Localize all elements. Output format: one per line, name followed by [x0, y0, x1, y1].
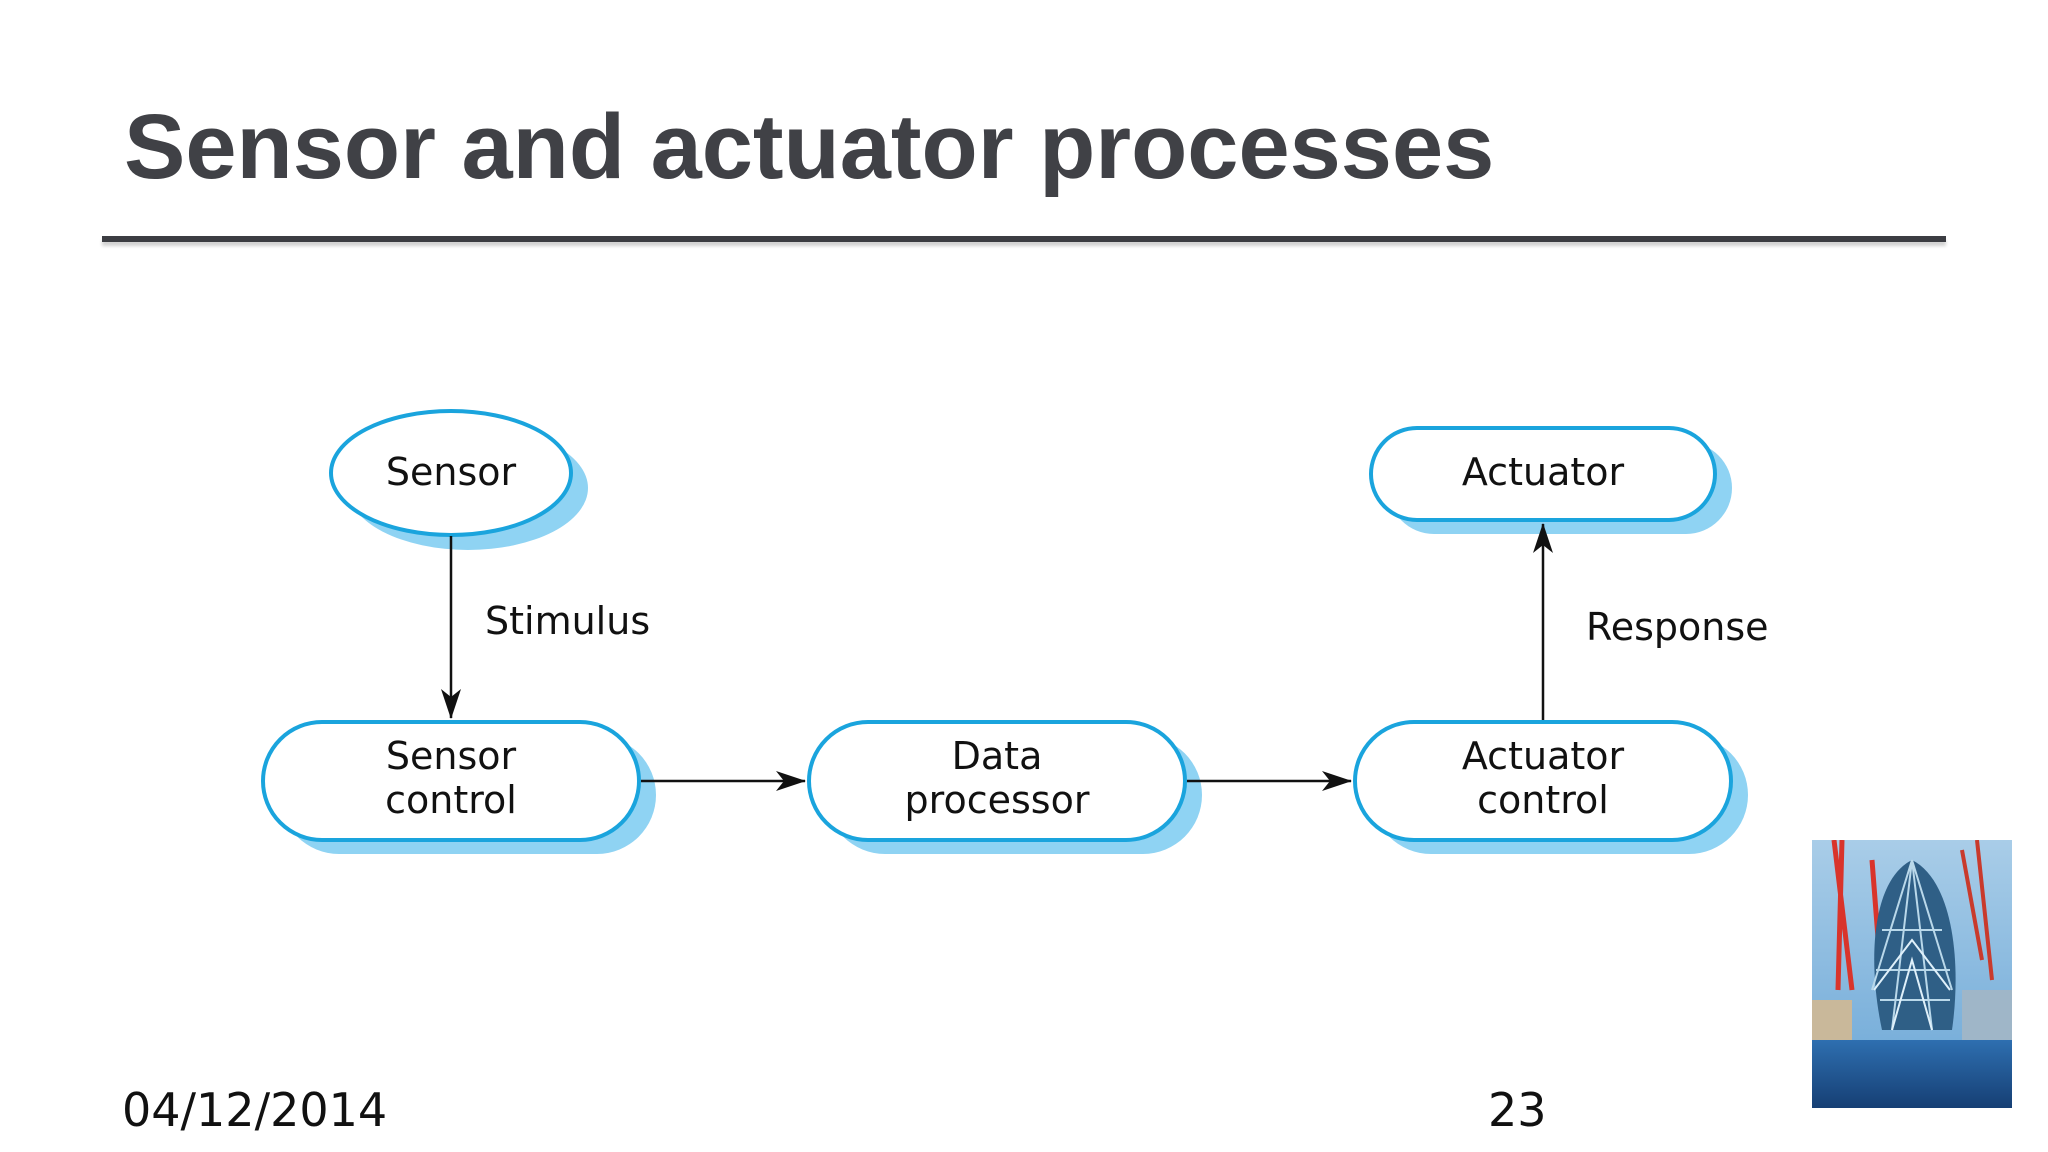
- node-actuator-label: Actuator: [1462, 450, 1625, 494]
- slide-title: Sensor and actuator processes: [124, 96, 1495, 198]
- edge-label-stimulus: Stimulus: [485, 599, 650, 643]
- node-actuator: Actuator: [1369, 426, 1732, 534]
- node-data-processor-line1: Data: [952, 734, 1043, 778]
- node-sensor-control-line1: Sensor: [386, 734, 517, 778]
- node-actuator-control-line2: control: [1477, 778, 1609, 822]
- footer-date: 04/12/2014: [122, 1083, 388, 1137]
- page-number: 23: [1488, 1083, 1547, 1137]
- node-sensor-control-line2: control: [385, 778, 517, 822]
- node-data-processor: Data processor: [807, 720, 1202, 854]
- title-divider: [102, 236, 1946, 242]
- node-sensor-control: Sensor control: [261, 720, 656, 854]
- node-actuator-control-line1: Actuator: [1462, 734, 1625, 778]
- node-sensor: Sensor: [329, 409, 588, 550]
- node-sensor-label: Sensor: [386, 450, 517, 494]
- node-actuator-control: Actuator control: [1353, 720, 1748, 854]
- book-cover-image: [1812, 840, 2012, 1108]
- edge-label-response: Response: [1586, 605, 1769, 649]
- node-data-processor-line2: processor: [905, 778, 1090, 822]
